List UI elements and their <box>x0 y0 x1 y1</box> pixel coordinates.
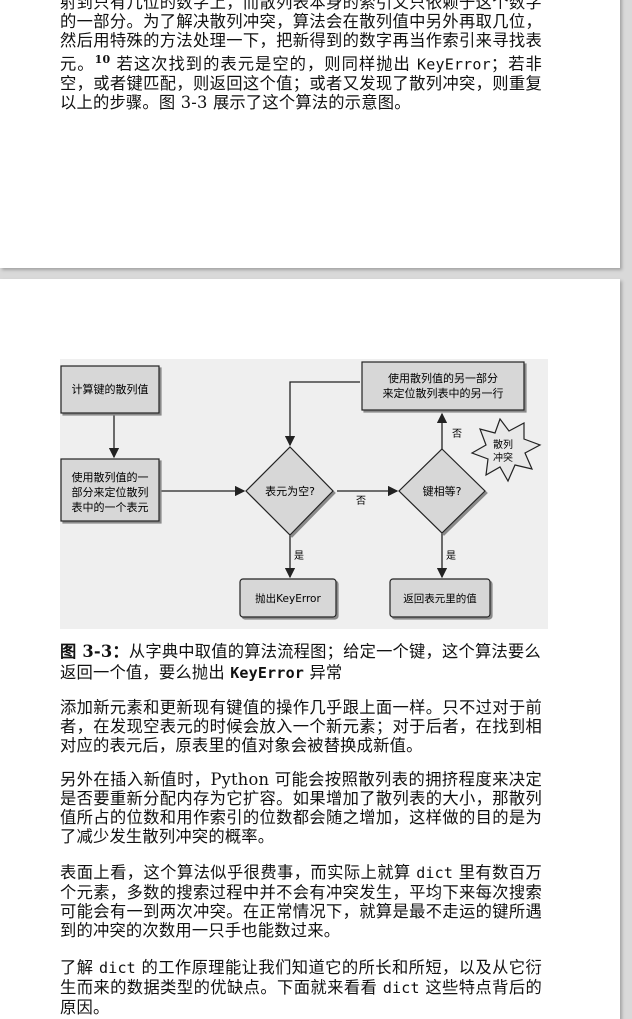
svg-text:计算键的散列值: 计算键的散列值 <box>72 382 149 396</box>
box-use-hash-part: 使用散列值的一 部分来定位散列 表中的一个表元 <box>60 458 160 522</box>
caption-label: 图 3-3： <box>60 642 129 661</box>
box-raise-keyerror: 抛出KeyError <box>239 578 337 618</box>
page-1: 射到只有几位的数字上，而散列表本身的索引又只依赖于这个数字的一部分。为了解决散列… <box>0 0 620 268</box>
text: ；若非空，或者键匹配，则返回这个值；或者又发现了散列冲突，则重复以上的步骤。图 … <box>60 54 542 113</box>
footnote-marker[interactable]: 10 <box>94 53 111 66</box>
inline-code: dict <box>416 864 454 882</box>
svg-text:表中的一个表元: 表中的一个表元 <box>72 500 149 514</box>
svg-text:散列: 散列 <box>493 438 513 451</box>
box-use-other-part: 使用散列值的另一部分 来定位散列表中的另一行 <box>361 361 525 411</box>
text: 了解 <box>60 958 99 977</box>
label-no-empty: 否 <box>356 495 366 507</box>
svg-text:返回表元里的值: 返回表元里的值 <box>403 592 477 605</box>
label-yes-empty: 是 <box>294 550 304 562</box>
svg-text:抛出KeyError: 抛出KeyError <box>255 592 321 605</box>
inline-code: KeyError <box>417 55 491 74</box>
text: 射到只有几位的数字上，而散列表本身的索引又只依赖于这个数字的一部分。为了解决散列… <box>60 0 542 74</box>
svg-text:部分来定位散列: 部分来定位散列 <box>72 485 149 499</box>
figure-caption: 图 3-3：从字典中取值的算法流程图；给定一个键，这个算法要么返回一个值，要么抛… <box>60 641 542 684</box>
star-hash-collision: 散列 冲突 <box>470 417 542 483</box>
label-no-collision: 否 <box>452 428 462 440</box>
diamond-slot-empty: 表元为空? <box>245 446 334 536</box>
caption-text: 从字典中取值的算法流程图；给定一个键，这个算法要么返回一个值，要么抛出 <box>60 642 541 682</box>
diamond-key-equal: 键相等? <box>398 448 486 534</box>
connectors <box>108 381 448 579</box>
paragraph-hash-collision: 射到只有几位的数字上，而散列表本身的索引又只依赖于这个数字的一部分。为了解决散列… <box>60 0 542 112</box>
svg-text:使用散列值的另一部分: 使用散列值的另一部分 <box>388 371 498 385</box>
svg-text:冲突: 冲突 <box>493 451 513 464</box>
svg-text:来定位散列表中的另一行: 来定位散列表中的另一行 <box>383 386 504 400</box>
svg-text:使用散列值的一: 使用散列值的一 <box>72 470 149 484</box>
box-return-value: 返回表元里的值 <box>389 578 491 618</box>
inline-code: dict <box>382 979 420 997</box>
text: 的工作原理能让我们知道它的所长和所短，以及从它衍生而来的数据类型的优缺点。下面就… <box>60 958 542 997</box>
caption-text-end: 异常 <box>304 663 343 682</box>
label-yes-equal: 是 <box>446 550 456 562</box>
paragraph-performance: 表面上看，这个算法似乎很费事，而实际上就算 dict 里有数百万个元素，多数的搜… <box>60 863 542 940</box>
svg-text:键相等?: 键相等? <box>423 484 462 498</box>
paragraph-dict-tradeoffs: 了解 dict 的工作原理能让我们知道它的所长和所短，以及从它衍生而来的数据类型… <box>60 958 542 1017</box>
paragraph-resize: 另外在插入新值时，Python 可能会按照散列表的拥挤程度来决定是否要重新分配内… <box>60 770 542 846</box>
text: 表面上看，这个算法似乎很费事，而实际上就算 <box>60 863 417 882</box>
flowchart-figure-3-3: 计算键的散列值 使用散列值的一 部分来定位散列 表中的一个表元 使用散列值的另一… <box>60 359 548 629</box>
caption-code: KeyError <box>230 664 305 682</box>
page-2: 计算键的散列值 使用散列值的一 部分来定位散列 表中的一个表元 使用散列值的另一… <box>0 279 620 1019</box>
paragraph-add-update: 添加新元素和更新现有键值的操作几乎跟上面一样。只不过对于前者，在发现空表元的时候… <box>60 698 542 755</box>
text: 里有数百万个元素，多数的搜索过程中并不会有冲突发生，平均下来每次搜索可能会有一到… <box>60 863 542 940</box>
inline-code: dict <box>98 959 136 977</box>
svg-text:表元为空?: 表元为空? <box>265 484 315 498</box>
box-compute-hash: 计算键的散列值 <box>60 365 160 414</box>
text: 若这次找到的表元是空的，则同样抛出 <box>110 54 418 74</box>
